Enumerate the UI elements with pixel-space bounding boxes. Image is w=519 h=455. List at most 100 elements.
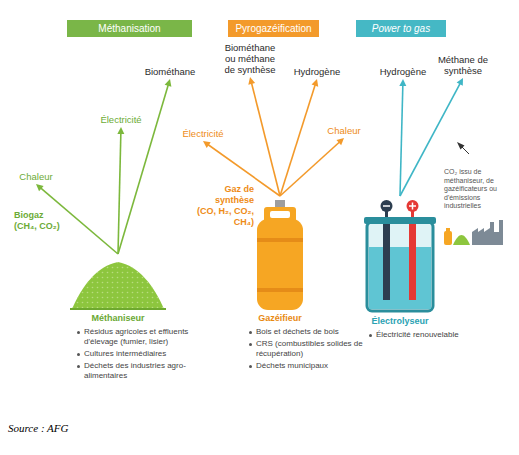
header-text: Pyrogazéification <box>228 20 319 37</box>
section-header: Pyrogazéification <box>228 20 319 37</box>
anode <box>409 224 416 300</box>
machine-title: Gazéifieur <box>240 313 320 324</box>
bottle-body <box>257 219 303 310</box>
flow-arrow <box>280 79 318 196</box>
header-text: Power to gas <box>356 20 446 37</box>
bullet-dot <box>249 331 252 334</box>
pile-base <box>70 308 166 310</box>
bottle-band <box>257 238 303 242</box>
arrow-line <box>280 142 340 196</box>
arrow-line <box>400 85 403 196</box>
arrow-head <box>165 79 172 87</box>
input-list: Résidus agricoles et effluents d'élevage… <box>76 327 205 381</box>
arrow-head <box>36 184 44 191</box>
header-text: Méthanisation <box>67 20 192 37</box>
bullet-text: Résidus agricoles et effluents d'élevage… <box>84 327 188 346</box>
mini-pile <box>453 235 470 245</box>
bullet-item: Cultures intermédiaires <box>76 349 205 359</box>
bullet-dot <box>249 343 252 346</box>
arrow-line <box>41 188 118 254</box>
gas-label: Biogaz (CH₄, CO₂) <box>14 210 64 232</box>
bullet-text: Déchets des industries agro-alimentaires <box>84 361 186 380</box>
bullet-text: CRS (combustibles solides de récupératio… <box>256 339 363 358</box>
source-caption: Source : AFG <box>8 422 68 434</box>
electrolyseur-node: ÉlectrolyseurÉlectricité renouvelable <box>360 200 485 340</box>
output-text: Hydrogène <box>291 66 343 77</box>
output-node: Biométhane ou méthane de synthèse <box>220 42 280 75</box>
bullet-item: Électricité renouvelable <box>368 330 485 340</box>
gas-bottle <box>257 200 303 310</box>
arrow-line <box>118 133 121 254</box>
flow-arrow <box>248 77 280 196</box>
pile-body <box>72 262 164 309</box>
bullet-text: Électricité renouvelable <box>376 330 459 339</box>
bullet-dot <box>77 353 80 356</box>
factory-icon <box>472 220 503 245</box>
section-header: Méthanisation <box>67 20 192 37</box>
input-list: Électricité renouvelable <box>368 330 485 340</box>
bullet-text: Déchets municipaux <box>256 361 328 370</box>
tank-liquid <box>369 247 431 309</box>
bottle-band <box>257 288 303 292</box>
output-text: Méthane de synthèse <box>437 54 489 76</box>
mini-bottle <box>444 231 452 245</box>
output-node: Hydrogène <box>291 66 343 77</box>
output-text: Chaleur <box>322 125 366 136</box>
arrow-head <box>312 79 319 87</box>
minus-terminal <box>381 200 393 212</box>
minus-sign <box>383 205 390 207</box>
output-node: Chaleur <box>322 125 366 136</box>
gas-label: Gaz de synthèse (CO, H₂, CO₂, CH₄) <box>196 184 254 228</box>
digester-pile <box>70 262 166 310</box>
bullet-item: Résidus agricoles et effluents d'élevage… <box>76 327 205 347</box>
flow-arrow <box>118 79 171 254</box>
output-text: Biométhane <box>143 66 197 77</box>
tank-lid <box>364 217 436 224</box>
bullet-item: CRS (combustibles solides de récupératio… <box>248 339 368 359</box>
flow-arrow <box>280 138 344 196</box>
bullet-item: Bois et déchets de bois <box>248 327 368 337</box>
co2-arrow <box>457 142 469 154</box>
arrow-line <box>280 85 315 196</box>
electrolyser-tank <box>364 200 436 311</box>
output-node: Méthane de synthèse <box>437 54 489 76</box>
output-node: Électricité <box>95 114 147 125</box>
bullet-dot <box>77 365 80 368</box>
output-node: Chaleur <box>14 171 58 182</box>
machine-title: Électrolyseur <box>360 316 440 327</box>
co2-sources-icons <box>444 220 503 245</box>
bullet-item: Déchets des industries agro-alimentaires <box>76 361 205 381</box>
output-text: Chaleur <box>14 171 58 182</box>
output-node: Électricité <box>178 128 228 139</box>
output-node: Biométhane <box>143 66 197 77</box>
section-header: Power to gas <box>356 20 446 37</box>
input-list: Bois et déchets de boisCRS (combustibles… <box>248 327 368 371</box>
arrow-head <box>248 77 255 85</box>
co2-arrow-head <box>457 142 465 150</box>
arrow-head <box>457 78 463 86</box>
bullet-dot <box>77 331 80 334</box>
arrow-line <box>251 83 280 196</box>
bullet-item: Déchets municipaux <box>248 361 368 371</box>
machine-title: Méthaniseur <box>70 313 166 324</box>
arrow-head <box>117 127 124 134</box>
bullet-text: Bois et déchets de bois <box>256 327 339 336</box>
plus-terminal <box>407 200 419 212</box>
gazeifieur-node: GazéifieurBois et déchets de boisCRS (co… <box>240 200 368 371</box>
pile-texture <box>72 262 164 309</box>
output-node: Hydrogène <box>377 66 429 77</box>
plus-sign <box>412 203 414 210</box>
bullet-dot <box>249 365 252 368</box>
arrow-head <box>203 141 211 148</box>
methaniseur-node: MéthaniseurRésidus agricoles et effluent… <box>70 258 205 381</box>
note-text: CO₂ issu de méthaniseur, de gazéificateu… <box>444 168 512 211</box>
output-text: Électricité <box>178 128 228 139</box>
cathode <box>383 224 390 300</box>
arrow-head <box>399 79 406 86</box>
bottle-collar-hole <box>270 211 290 218</box>
output-text: Électricité <box>95 114 147 125</box>
bullet-text: Cultures intermédiaires <box>84 349 166 358</box>
flow-arrow <box>399 79 406 196</box>
output-text: Hydrogène <box>377 66 429 77</box>
